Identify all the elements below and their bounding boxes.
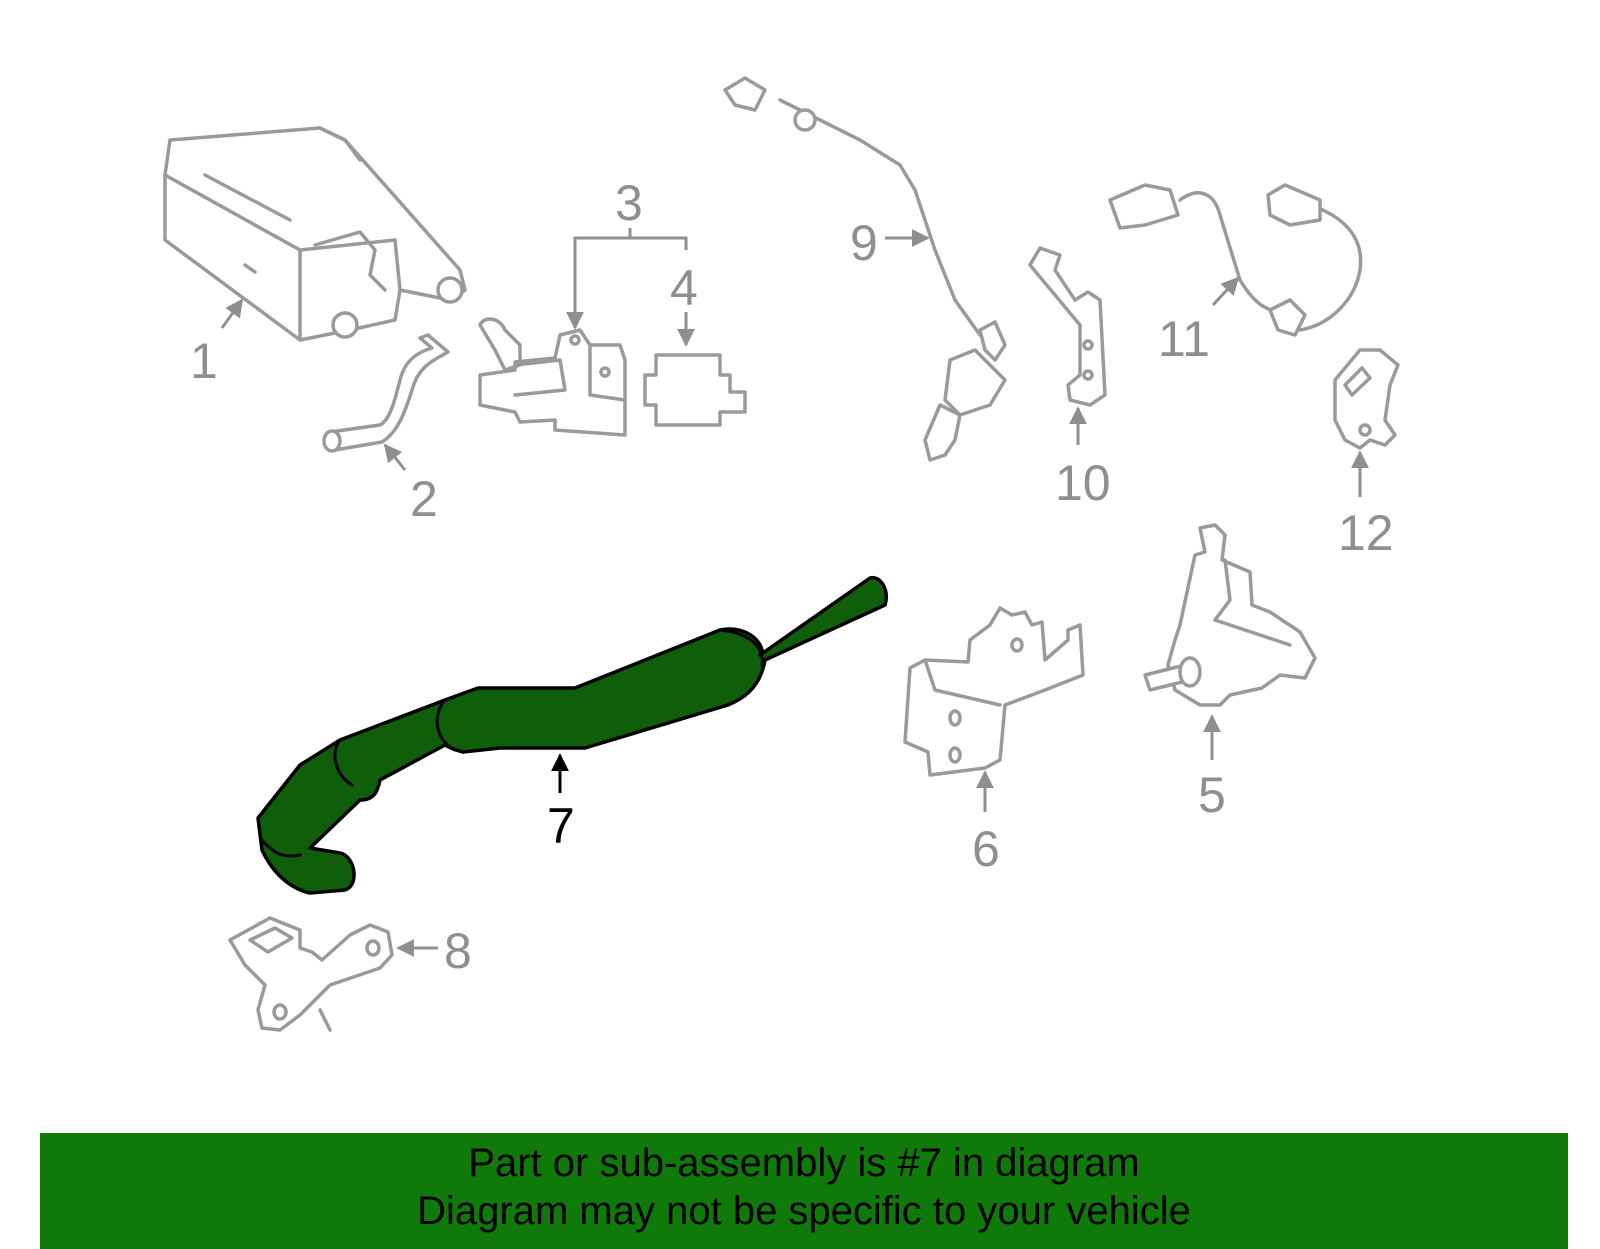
leader-2	[383, 443, 407, 471]
callout-11[interactable]: 11	[1158, 311, 1210, 367]
leader-11	[1211, 276, 1240, 307]
part-12-bracket	[1333, 348, 1400, 450]
callout-4[interactable]: 4	[670, 260, 698, 316]
banner-line-part: Part or sub-assembly is #7 in diagram	[468, 1141, 1140, 1185]
callout-1[interactable]: 1	[190, 333, 218, 389]
callout-7[interactable]: 7	[547, 798, 575, 854]
callout-2[interactable]: 2	[410, 471, 438, 527]
part-8-sensor	[228, 916, 394, 1032]
callout-12[interactable]: 12	[1338, 505, 1394, 561]
callout-10[interactable]: 10	[1055, 455, 1111, 511]
part-1-canister	[163, 126, 467, 342]
part-4-filter	[643, 353, 747, 427]
part-6-bracket	[903, 606, 1085, 777]
part-3-valve	[478, 317, 627, 437]
leader-1	[220, 298, 244, 329]
part-10-bracket	[1028, 246, 1107, 407]
info-banner: Part or sub-assembly is #7 in diagram Di…	[40, 1133, 1568, 1249]
part-5-valve	[1143, 523, 1317, 707]
callout-5[interactable]: 5	[1198, 767, 1226, 823]
callout-9[interactable]: 9	[850, 215, 878, 271]
callout-3[interactable]: 3	[615, 175, 643, 231]
part-2-hose	[322, 333, 450, 453]
callout-6[interactable]: 6	[972, 821, 1000, 877]
part-9-sensor	[723, 76, 1007, 462]
banner-line-disclaimer: Diagram may not be specific to your vehi…	[417, 1189, 1191, 1233]
callout-8[interactable]: 8	[444, 923, 472, 979]
part-7-hose-highlighted	[256, 575, 888, 895]
part-11-sensor	[1108, 183, 1363, 337]
